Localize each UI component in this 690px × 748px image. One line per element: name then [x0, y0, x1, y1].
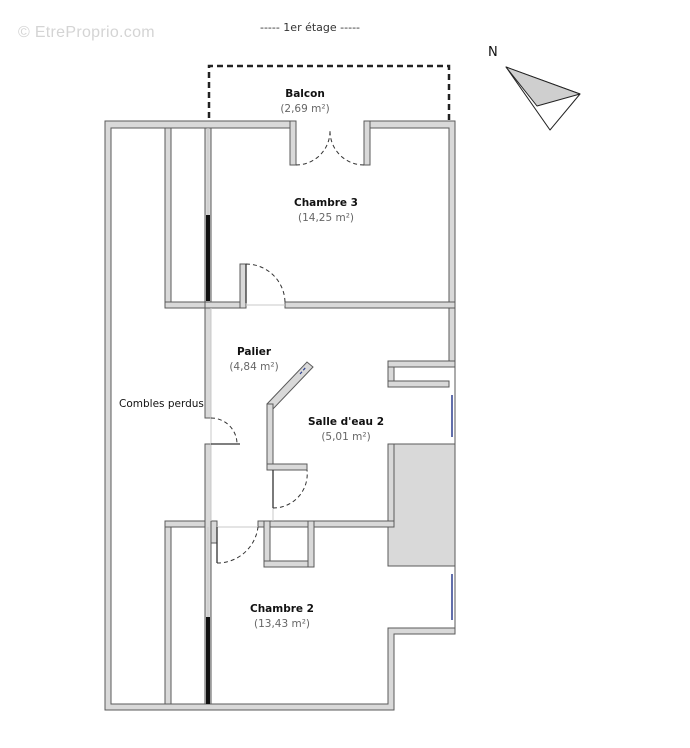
room-balcon: Balcon (2,69 m²) [263, 87, 347, 117]
room-name: Balcon [285, 88, 325, 100]
room-name: Palier [237, 346, 271, 358]
room-combles-perdus: Combles perdus [119, 398, 204, 410]
room-chambre-2: Chambre 2 (13,43 m²) [232, 602, 332, 632]
room-area: (4,84 m²) [229, 361, 279, 373]
door-swings [210, 130, 365, 564]
room-area: (14,25 m²) [297, 212, 355, 224]
floor-label: ----- 1er étage ----- [259, 21, 361, 34]
room-palier: Palier (4,84 m²) [222, 345, 286, 375]
room-area: (2,69 m²) [280, 103, 330, 115]
room-name: Chambre 3 [294, 197, 358, 209]
room-salle-deau-2: Salle d'eau 2 (5,01 m²) [296, 415, 396, 445]
room-chambre-3: Chambre 3 (14,25 m²) [276, 196, 376, 226]
solid-partitions [206, 215, 210, 704]
door-leaves [211, 264, 274, 563]
north-arrow-icon [505, 66, 581, 131]
balcony-outline [207, 64, 451, 128]
room-name: Chambre 2 [250, 603, 314, 615]
room-name: Salle d'eau 2 [308, 416, 384, 428]
watermark: © EtreProprio.com [18, 24, 155, 41]
compass-label: N [488, 45, 498, 60]
glazed-partition [299, 366, 307, 375]
room-area: (5,01 m²) [321, 431, 371, 443]
room-area: (13,43 m²) [253, 618, 311, 630]
